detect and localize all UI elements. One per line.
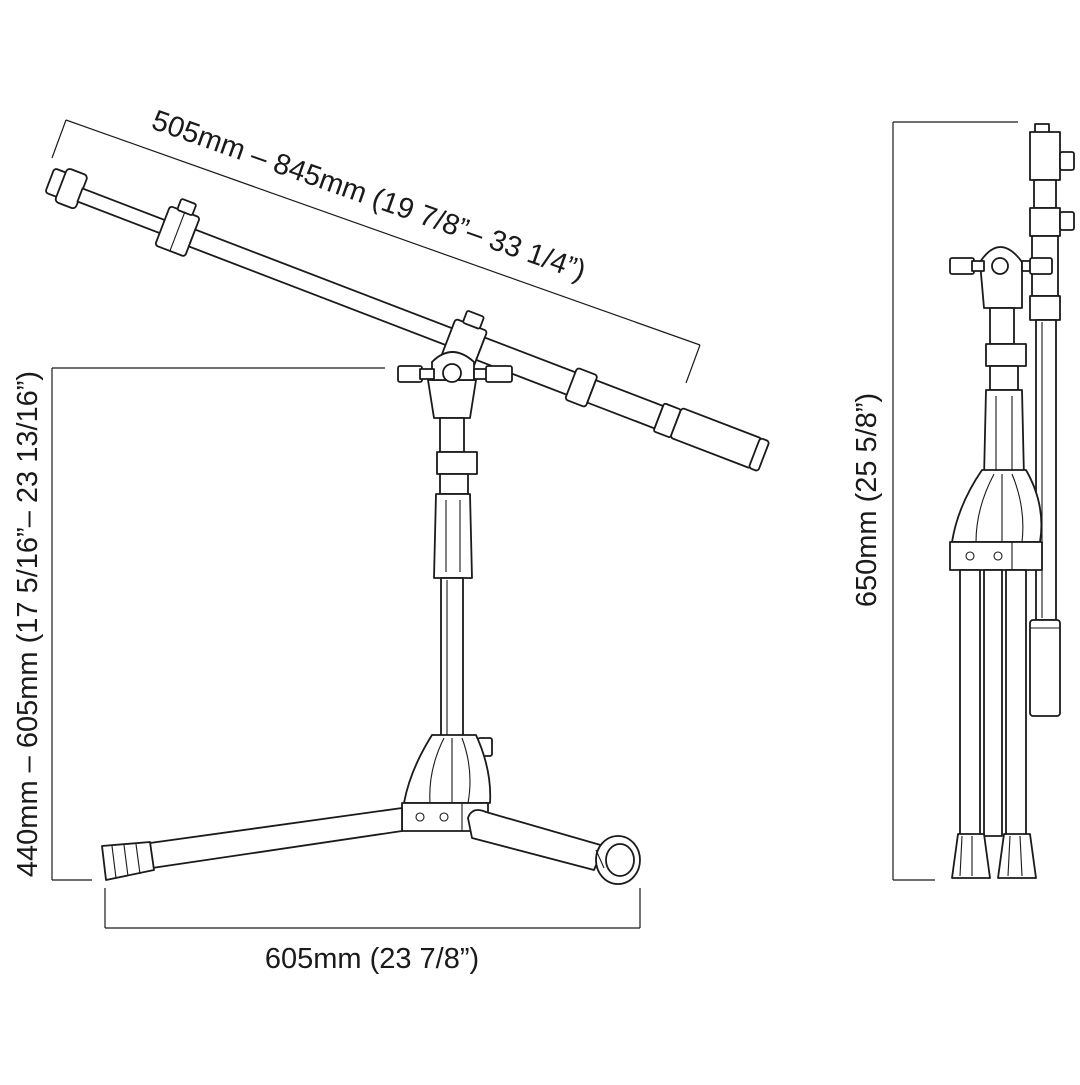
boom-length-dimension: 505mm – 845mm (19 7/8”– 33 1/4”) <box>51 104 701 384</box>
side-view-head <box>949 246 1053 391</box>
stand-height-label: 440mm – 605mm (17 5/16”– 23 13/16”) <box>12 371 44 877</box>
boom-arm <box>45 168 770 472</box>
stand-height-dimension: 440mm – 605mm (17 5/16”– 23 13/16”) <box>12 367 385 881</box>
stand-main-tube <box>440 577 464 741</box>
stand-head <box>397 351 513 495</box>
folded-height-dimension: 650mm (25 5/8”) <box>851 121 1018 881</box>
stand-upper-grip <box>433 493 473 579</box>
folded-height-label: 650mm (25 5/8”) <box>851 393 883 607</box>
base-width-dimension: 605mm (23 7/8”) <box>104 888 641 975</box>
base-width-label: 605mm (23 7/8”) <box>265 943 479 975</box>
side-view-boom <box>1029 123 1075 717</box>
side-view-stand <box>949 389 1043 879</box>
boom-length-label: 505mm – 845mm (19 7/8”– 33 1/4”) <box>148 104 590 287</box>
tripod-base <box>101 734 641 885</box>
